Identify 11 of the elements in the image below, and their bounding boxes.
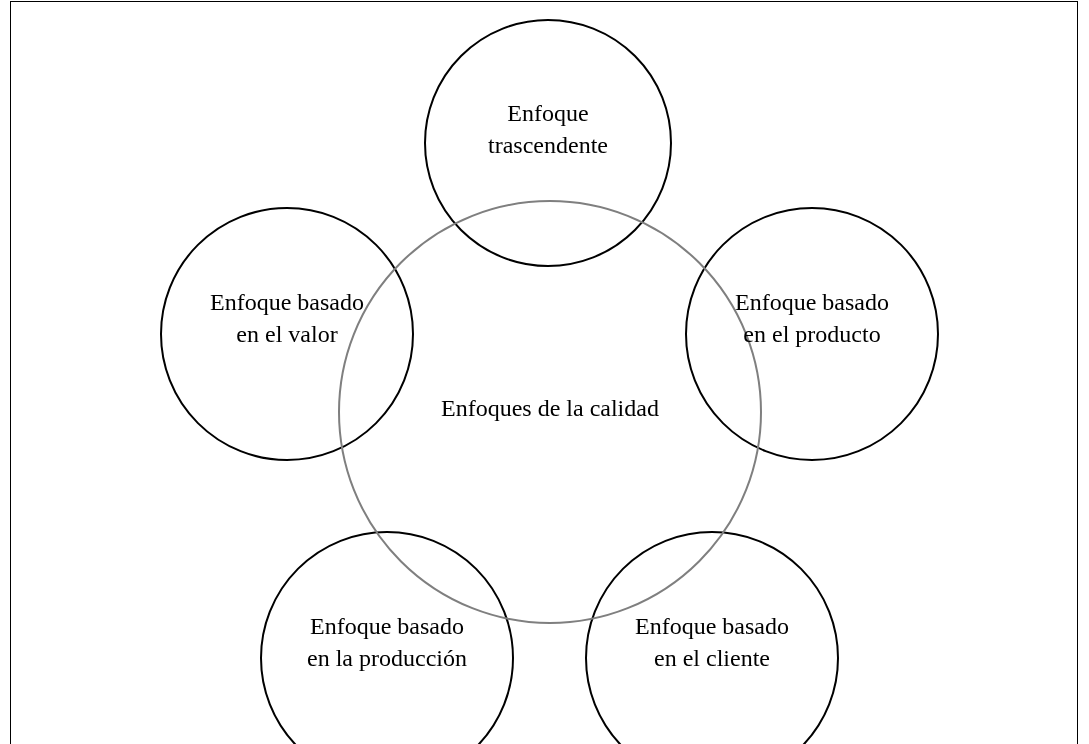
circle-label: Enfoque basado en el valor bbox=[209, 288, 365, 349]
concept-circle bbox=[260, 531, 514, 744]
concept-circle bbox=[160, 207, 414, 461]
circle-label: Enfoque basado en la producción bbox=[306, 612, 468, 673]
circle-label: Enfoque basado en el producto bbox=[734, 288, 890, 349]
circle-label: Enfoque trascendente bbox=[487, 99, 609, 160]
concept-circle bbox=[585, 531, 839, 744]
circle-label: Enfoques de la calidad bbox=[440, 394, 660, 423]
concept-circle bbox=[685, 207, 939, 461]
concept-circle bbox=[424, 19, 672, 267]
circle-label: Enfoque basado en el cliente bbox=[634, 612, 790, 673]
